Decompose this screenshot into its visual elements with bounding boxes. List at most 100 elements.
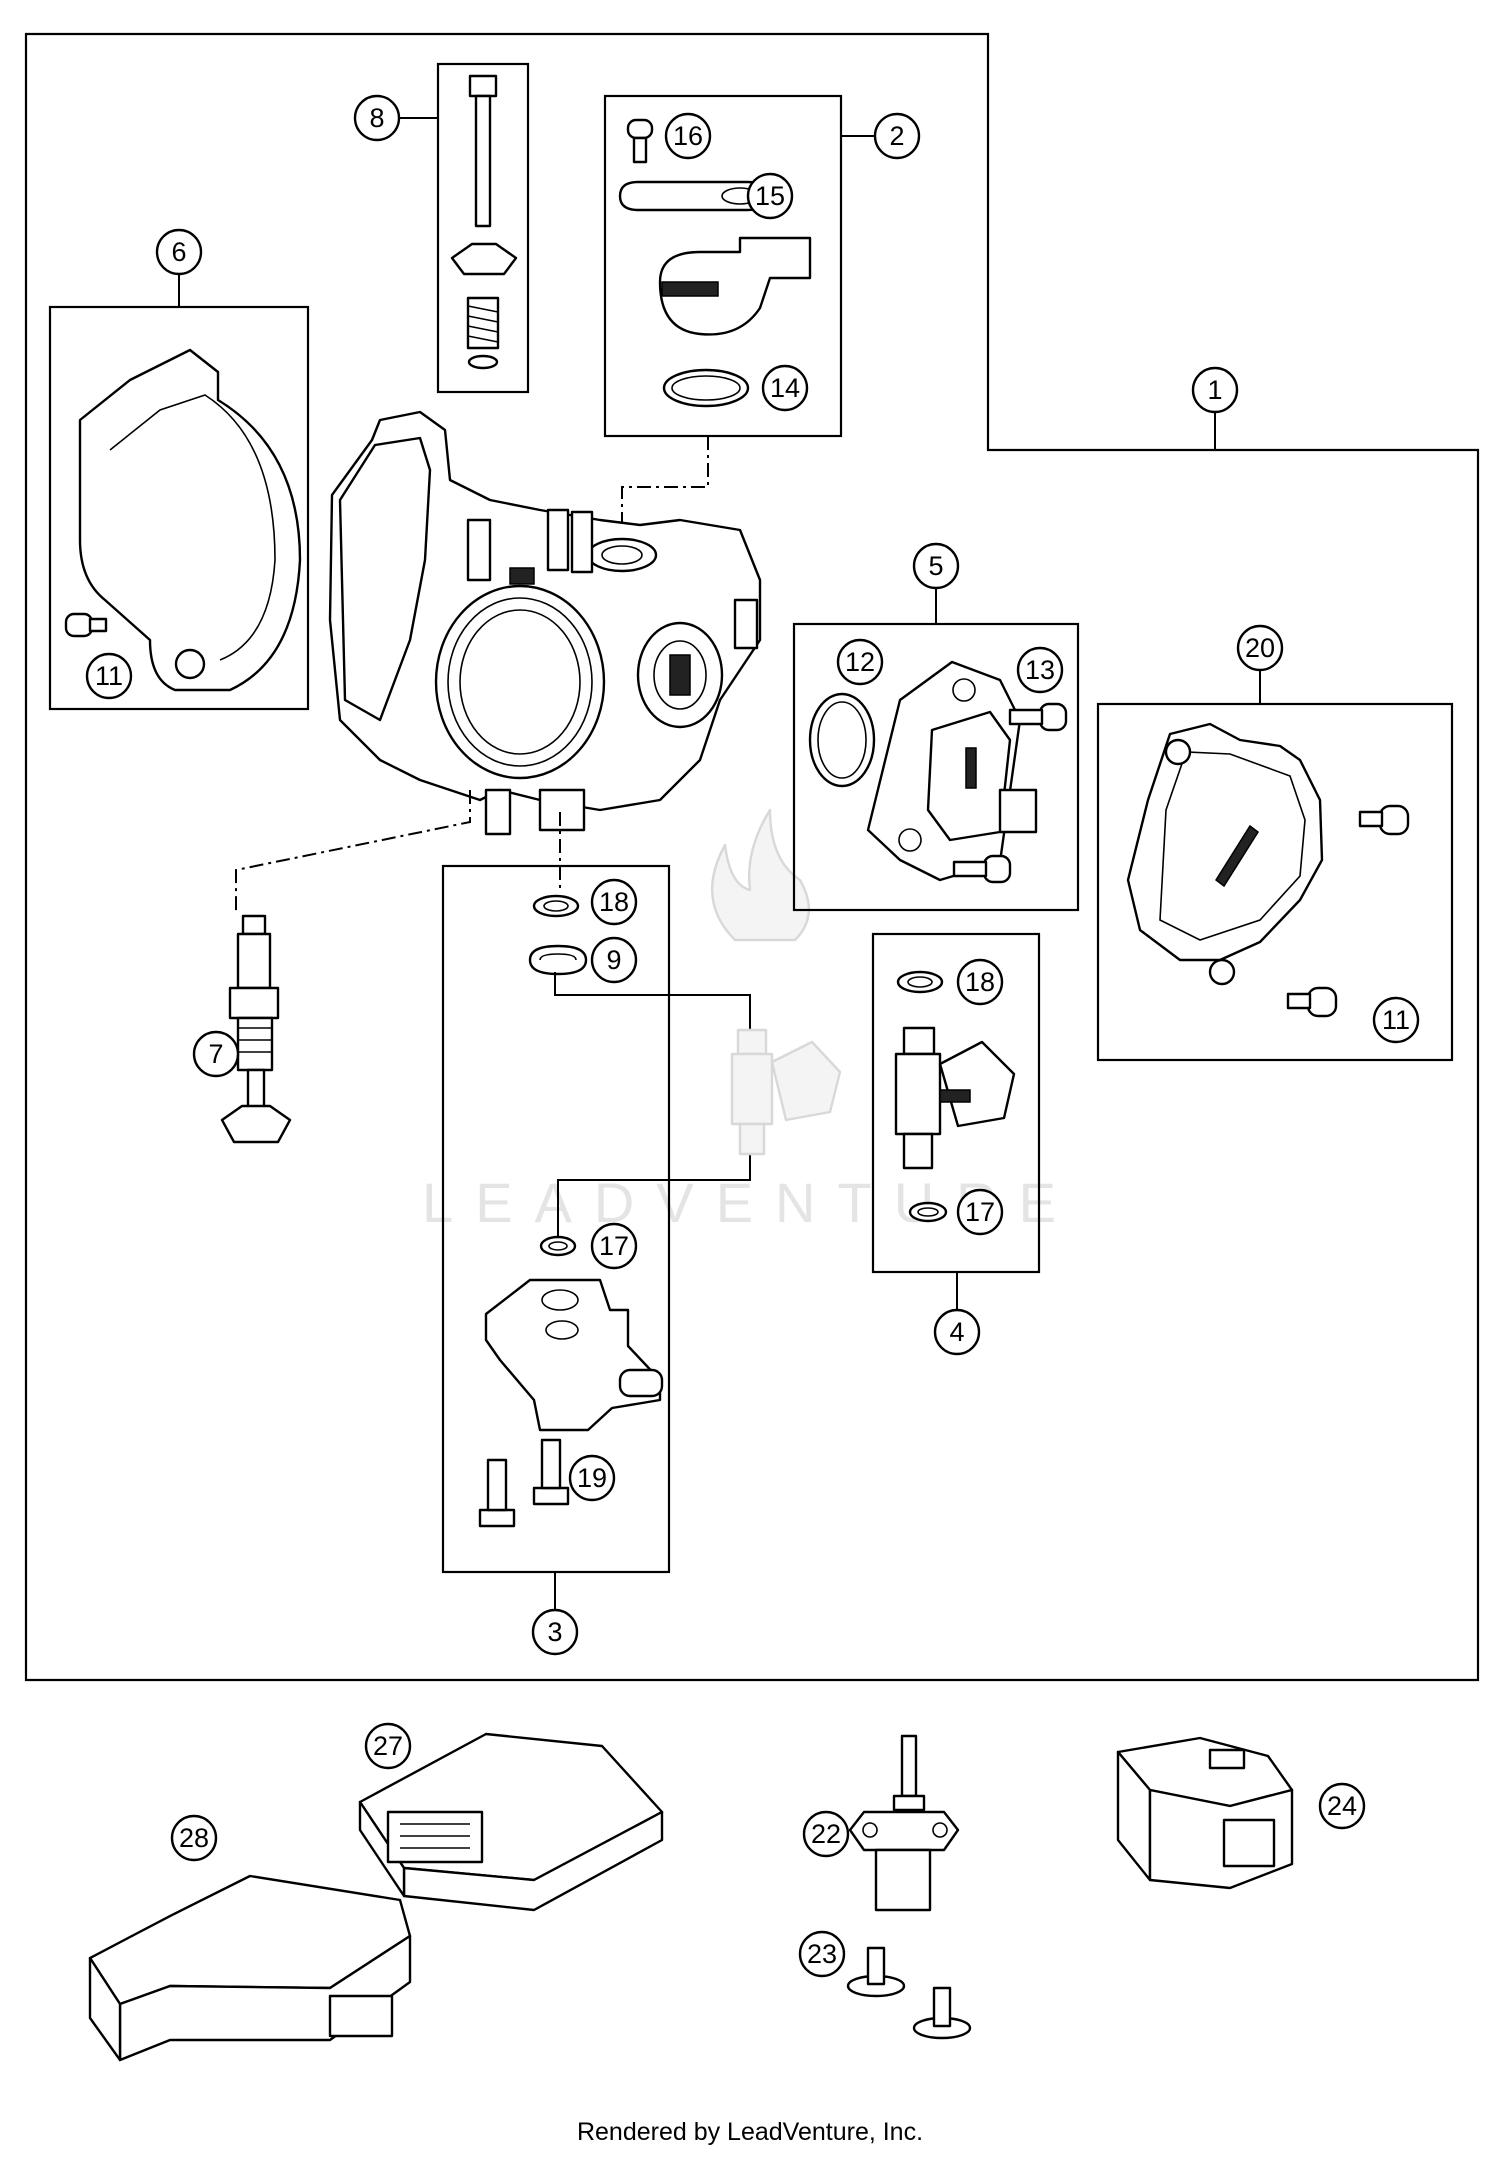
callout-13: 13 xyxy=(1016,646,1064,694)
throttle-bore-inner xyxy=(459,609,581,755)
tps-sensor-dark-strip xyxy=(661,281,719,297)
cover-body xyxy=(78,348,302,692)
connector-24-latch xyxy=(1208,1748,1246,1770)
holder-port-b xyxy=(545,1320,579,1340)
washer xyxy=(467,354,499,370)
sensor-22-flange-hole-a xyxy=(862,1822,878,1838)
callout-8: 8 xyxy=(353,94,401,142)
callout-15: 15 xyxy=(746,172,794,220)
o-ring-14-inner xyxy=(671,375,741,401)
callout-23: 23 xyxy=(798,1930,846,1978)
injector-4-band xyxy=(939,1089,971,1103)
sensor-port-inner xyxy=(653,640,707,710)
callout-1: 1 xyxy=(1191,366,1239,414)
callout-label-16: 16 xyxy=(673,121,703,151)
bolt-19a-head xyxy=(478,1508,516,1528)
sensor-5-connector xyxy=(998,788,1038,834)
throttle-body-flange xyxy=(338,436,432,722)
leader-2-dashed xyxy=(621,436,709,545)
sensor-7 xyxy=(220,914,292,1144)
callout-label-15: 15 xyxy=(755,181,785,211)
bottom-nipple xyxy=(484,788,512,836)
tps-sensor-body xyxy=(658,236,812,336)
seal-18a-inner xyxy=(543,900,569,912)
callout-label-1: 1 xyxy=(1207,375,1222,405)
watermark-flame-icon xyxy=(710,808,811,942)
sensor-5-parts xyxy=(808,660,1068,884)
seal-17a-inner xyxy=(548,1241,568,1251)
ghost-injector xyxy=(730,1028,842,1156)
screw-head xyxy=(468,74,498,98)
callout-label-19: 19 xyxy=(577,1463,607,1493)
callout-17b: 17 xyxy=(956,1188,1004,1236)
injector-4-tip xyxy=(902,1132,934,1170)
clamp-plate-15 xyxy=(618,180,768,212)
callout-7: 7 xyxy=(192,1030,240,1078)
callout-label-27: 27 xyxy=(373,1731,403,1761)
callout-label-18a: 18 xyxy=(599,887,629,917)
callout-14: 14 xyxy=(761,364,809,412)
callout-label-7: 7 xyxy=(208,1039,223,1069)
screw-23b-shaft xyxy=(932,1986,952,2028)
callout-label-22: 22 xyxy=(811,1819,841,1849)
screw-11b-shaft xyxy=(1286,992,1312,1010)
rotor-slot xyxy=(669,654,691,696)
nipple-left xyxy=(466,518,492,582)
callout-6: 6 xyxy=(155,228,203,276)
kit-box-2 xyxy=(603,94,843,438)
callout-label-17a: 17 xyxy=(599,1231,629,1261)
ecu-27-pins xyxy=(400,1823,470,1849)
ghost-injector-connector xyxy=(770,1040,842,1122)
callout-17a: 17 xyxy=(590,1222,638,1270)
throttle-bore-outer xyxy=(434,584,606,780)
screws-23 xyxy=(846,1946,972,2040)
o-ring-12-inner xyxy=(817,701,867,779)
screw-20a-head xyxy=(1378,804,1410,836)
seal-17b-inner xyxy=(917,1207,939,1217)
callout-label-14: 14 xyxy=(770,373,800,403)
holder-port-a xyxy=(541,1289,579,1311)
callout-24: 24 xyxy=(1318,1782,1366,1830)
cover-rim xyxy=(109,394,276,661)
callout-20: 20 xyxy=(1236,624,1284,672)
clip-9-inner xyxy=(539,953,577,961)
bottom-boss xyxy=(538,788,586,832)
seal-18a xyxy=(532,894,580,918)
callout-18a: 18 xyxy=(590,878,638,926)
sensor-7-tip xyxy=(241,914,267,936)
screw-13b-shaft xyxy=(952,860,988,878)
sensor-cover-body xyxy=(1126,722,1324,962)
screw-16 xyxy=(626,118,654,140)
callout-label-3: 3 xyxy=(547,1617,562,1647)
sensor-22-flange xyxy=(848,1810,960,1852)
render-credit: Rendered by LeadVenture, Inc. xyxy=(576,2118,924,2146)
leader-9-to-ghost xyxy=(554,972,751,1030)
sensor-cover-hole-top xyxy=(1164,738,1192,766)
seal-17b xyxy=(908,1201,948,1223)
sensor-5-label xyxy=(965,747,977,789)
injector-4-connector xyxy=(938,1040,1016,1128)
callout-label-13: 13 xyxy=(1025,655,1055,685)
callout-label-4: 4 xyxy=(949,1317,964,1347)
idle-screw-kit xyxy=(450,74,518,370)
ecu-28-connector xyxy=(328,1994,394,2038)
sensor-cover-inner xyxy=(1159,751,1306,941)
sensor-22-flange-hole-b xyxy=(932,1822,948,1838)
sensor-22 xyxy=(848,1734,960,1912)
screw-shaft xyxy=(474,94,492,228)
ghost-injector-tip xyxy=(738,1122,766,1156)
callout-label-9: 9 xyxy=(606,945,621,975)
body-label xyxy=(509,567,535,585)
sensor-cover-20 xyxy=(1126,722,1410,1018)
bolt-19a-shaft xyxy=(486,1458,508,1512)
nipple-mid-b xyxy=(570,510,594,574)
sensor-7-hex xyxy=(228,986,280,1020)
callout-16: 16 xyxy=(664,112,712,160)
sensor-5-hole-bottom xyxy=(898,828,922,852)
watermark-text: LEADVENTURE xyxy=(422,1171,1078,1234)
kit-box-20 xyxy=(1096,702,1454,1062)
callout-5: 5 xyxy=(912,542,960,590)
spring-coils xyxy=(467,305,499,343)
o-ring-12 xyxy=(808,692,876,788)
